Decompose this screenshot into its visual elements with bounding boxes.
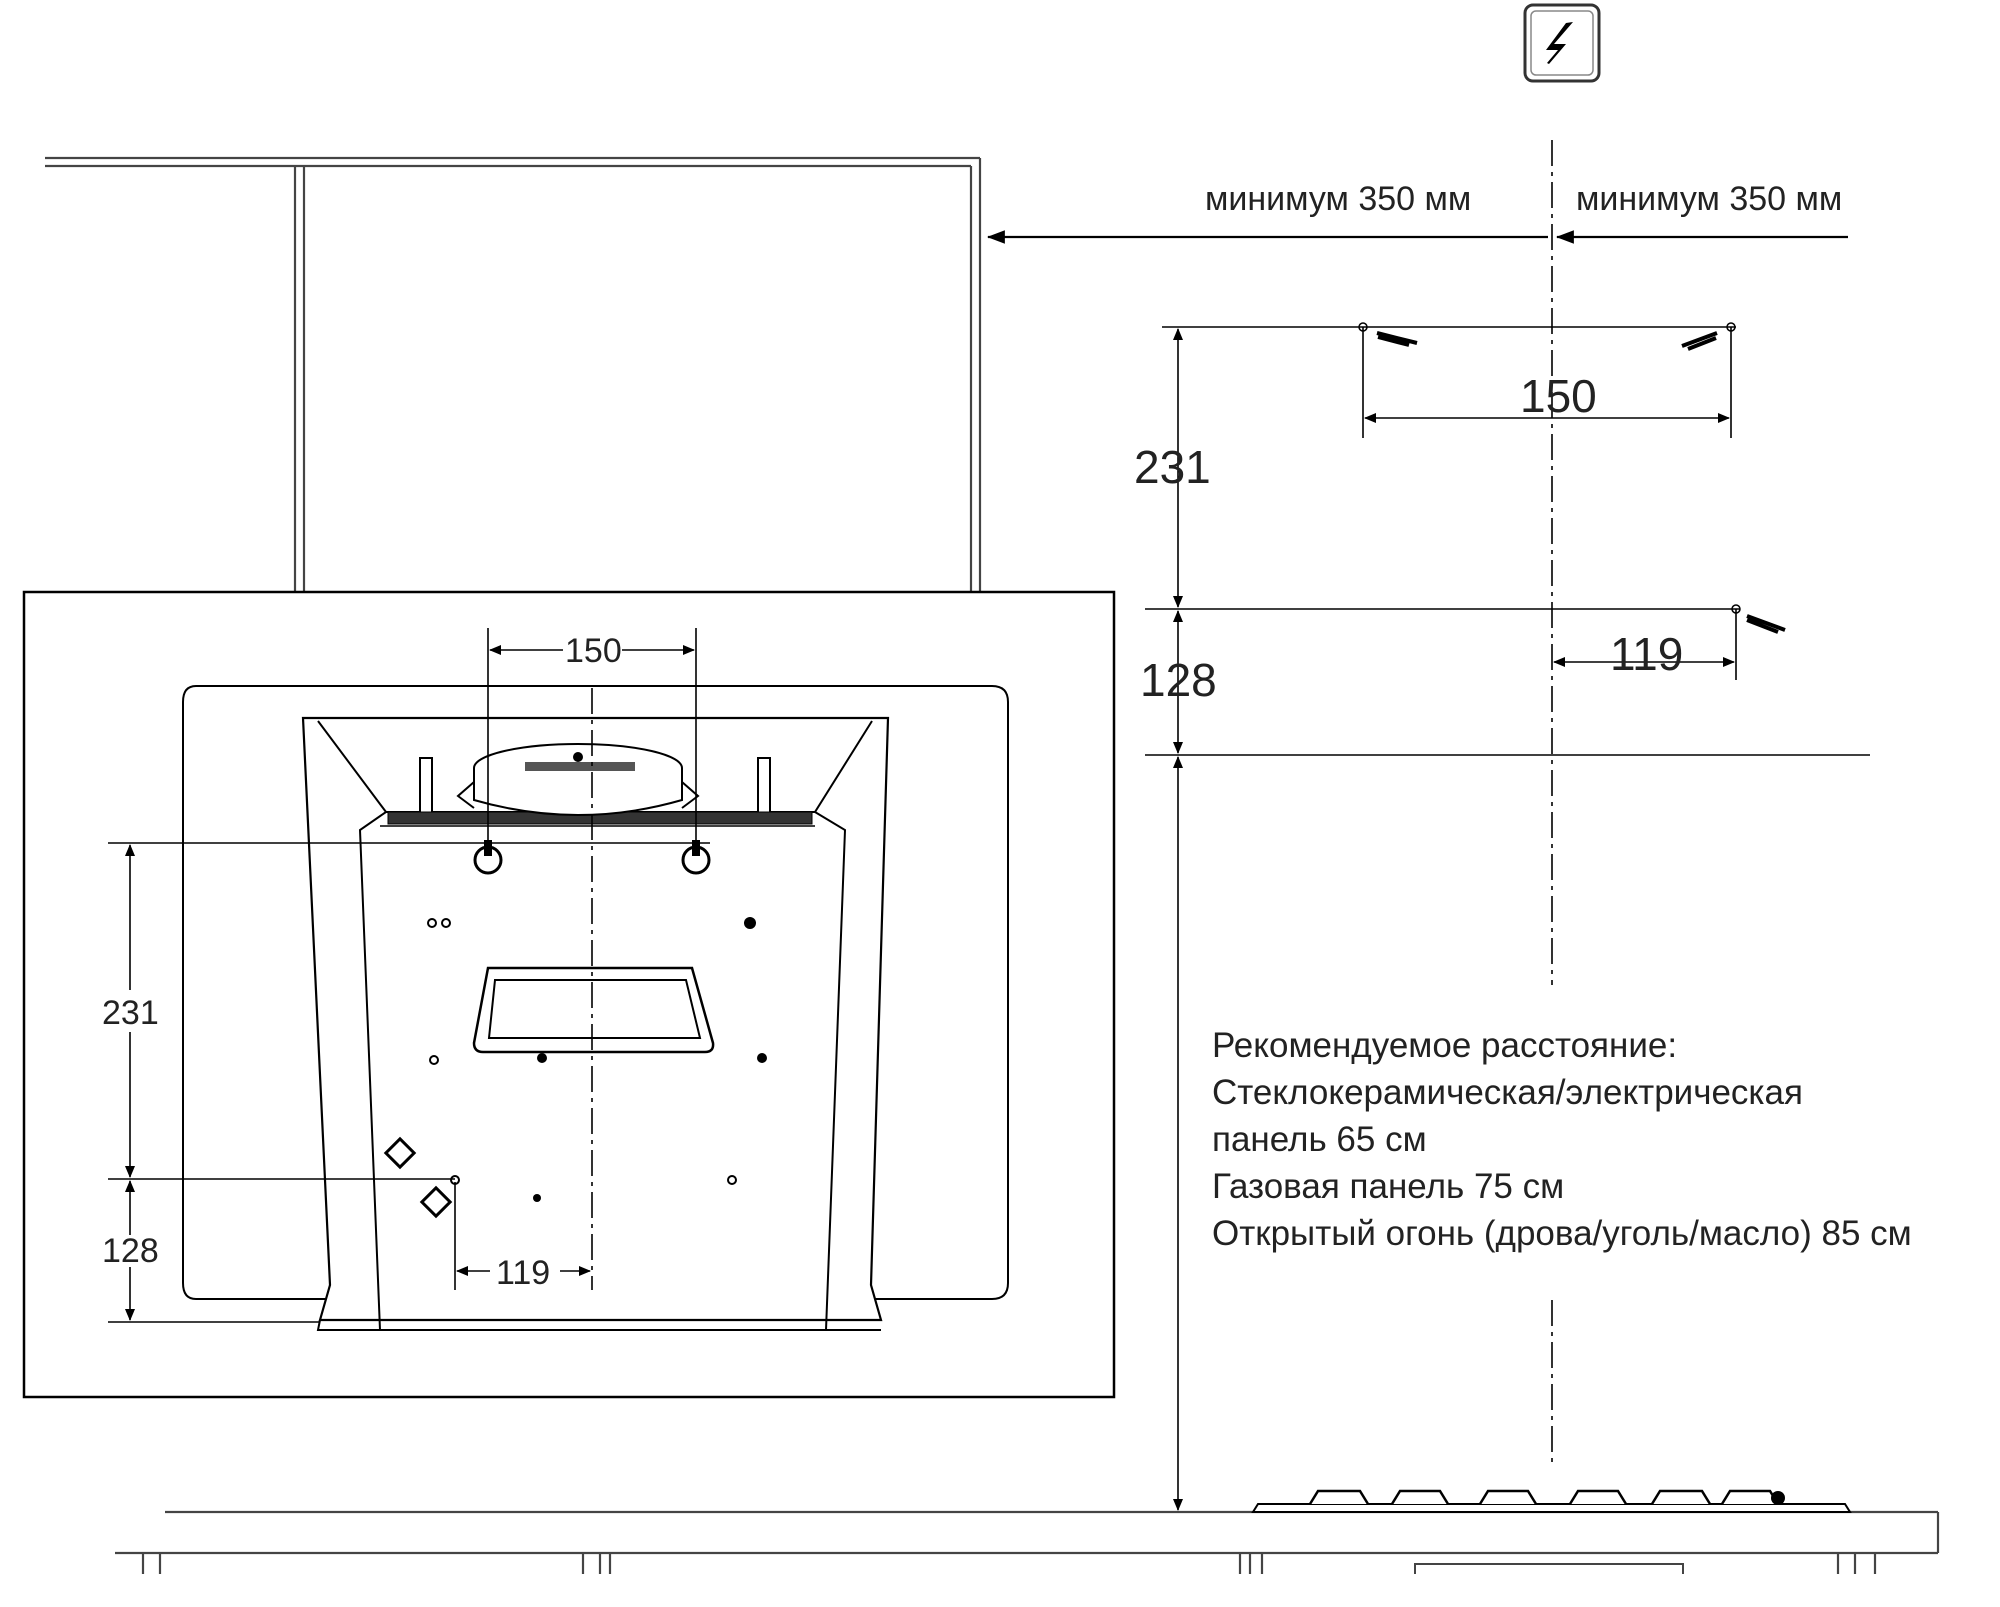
wall-cabinet	[45, 156, 982, 592]
hood-height-231-label: 231	[102, 994, 159, 1032]
wall-spacing-150-label: 150	[1520, 370, 1597, 422]
hood-offset-119-label: 119	[496, 1254, 550, 1292]
electric-outlet-icon	[1523, 3, 1601, 83]
hood-detail-frame	[22, 590, 1116, 1399]
min-distance-left-label: минимум 350 мм	[1205, 180, 1471, 218]
note-line-ceramic-value: панель 65 см	[1212, 1120, 1427, 1159]
note-line-gas: Газовая панель 75 см	[1212, 1167, 1565, 1206]
note-line-ceramic: Стеклокерамическая/электрическая	[1212, 1073, 1803, 1112]
gas-cooktop	[1251, 1489, 1852, 1513]
wall-height-128-label: 128	[1140, 654, 1217, 706]
hood-spacing-150-label: 150	[565, 632, 622, 670]
wall-mounting-dimensions	[1145, 322, 1870, 1511]
countertop	[115, 1510, 1940, 1574]
recommended-distance-note: Рекомендуемое расстояние: Стеклокерамиче…	[1212, 1022, 1912, 1257]
note-line-open-fire: Открытый огонь (дрова/уголь/масло) 85 см	[1212, 1214, 1912, 1253]
wall-offset-119-label: 119	[1610, 628, 1683, 680]
screw-icon	[1358, 322, 1786, 634]
hood-height-128-label: 128	[102, 1232, 159, 1270]
min-distance-right-label: минимум 350 мм	[1576, 180, 1842, 218]
wall-height-231-label: 231	[1134, 441, 1211, 493]
note-heading: Рекомендуемое расстояние:	[1212, 1026, 1678, 1065]
